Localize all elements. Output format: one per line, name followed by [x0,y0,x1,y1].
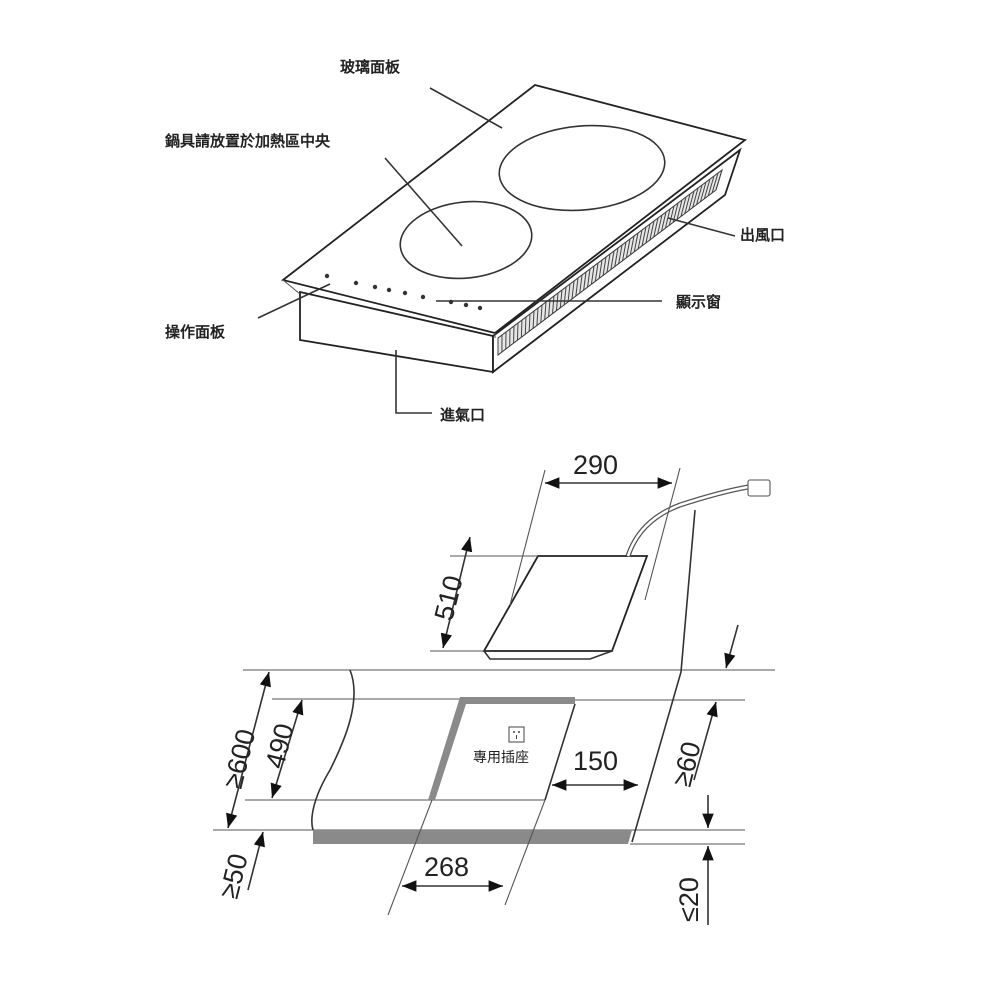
vent-slat [649,220,655,241]
dim-arrow-front-margin [247,831,265,891]
vent-slat [711,172,719,194]
heating-zone-small [399,200,533,280]
vent-slat [625,238,631,258]
vent-slat [579,274,583,294]
vent-slat [567,283,571,303]
vent-slat [668,205,675,226]
vent-slat [559,289,563,308]
plug-icon [747,479,771,497]
vent-slat [645,223,651,244]
dim-arrow-depth [440,536,473,649]
vent-slat [614,247,619,267]
vent-slat [590,265,595,285]
vent-slat [524,316,527,335]
vent-slat [680,196,687,217]
dim-arrow-cutout-depth [270,699,304,799]
vent-slat [555,292,559,311]
vent-slat [699,181,707,202]
hob-plate [482,555,649,652]
label-air-inlet: 進氣口 [440,406,485,424]
vent-slat [606,253,611,273]
vent-slat [548,298,551,317]
vent-slat [610,250,615,270]
dim-depth: 510 [429,572,469,623]
dim-rear-clearance: ≥60 [667,739,707,790]
vent-slat [641,226,647,247]
vent-slat [575,277,579,297]
vent-slat [540,304,543,323]
vent-slat [618,244,623,264]
vent-slat [688,190,695,211]
installation-drawing: 290 510 專用插座 150 268 ≥600 [213,450,775,925]
vent-slat [657,214,663,235]
vent-slat [684,193,691,214]
hob-base [483,650,613,660]
vent-slat [520,319,523,338]
glass-panel [280,84,747,334]
countertop-right-edge [631,509,696,843]
control-buttons [324,273,483,311]
vent-slat [629,235,635,255]
dim-arrow-counter-depth [226,671,271,829]
vent-slat [594,262,599,282]
vent-slat [552,295,555,314]
vent-slat [703,178,711,199]
vent-slat [528,313,531,332]
label-glass-panel: 玻璃面板 [340,58,401,76]
dim-counter-depth: ≥600 [218,726,262,791]
vent-slat [692,187,699,208]
vent-slat [637,229,643,250]
dim-counter-thickness: ≤20 [674,877,704,922]
dim-width: 290 [573,450,618,480]
vent-slat [532,310,535,329]
power-cable [625,484,749,557]
hob-illustration: 玻璃面板 鍋具請放置於加熱區中央 出風口 顯示窗 操作面板 進氣口 [165,58,785,424]
vent-slat [696,184,703,205]
vent-slat [676,199,683,220]
vent-slat [653,217,659,238]
vent-slat [715,169,723,191]
label-display-window: 顯示窗 [676,293,721,311]
vent-slat [587,268,591,288]
label-control-panel: 操作面板 [165,323,226,341]
vent-slat [516,322,519,341]
vent-slat [602,256,607,276]
socket-label: 專用插座 [473,750,529,766]
vent-slat [622,241,627,261]
air-outlet-vent [497,168,723,357]
dim-arrow-rear-clearance [693,701,718,781]
label-pot-placement: 鍋具請放置於加熱區中央 [165,132,331,150]
dim-cutout-width: 268 [424,852,469,882]
vent-slat [571,280,575,300]
countertop-break-edge [311,669,355,831]
vent-slat [661,211,667,232]
vent-slat [583,271,587,291]
heating-zone-large [498,124,666,212]
countertop-edge [313,830,632,844]
vent-slat [544,301,547,320]
vent-slat [563,286,567,305]
vent-slat [707,175,715,197]
vent-slat [633,232,639,252]
label-air-outlet: 出風口 [740,226,785,244]
vent-slat [664,208,671,229]
dim-side-clearance: 150 [573,746,618,776]
socket-icon [508,726,525,743]
vent-slat [536,307,539,326]
vent-slat [598,259,603,279]
dim-front-margin: ≥50 [214,851,254,902]
dim-cutout-depth: 490 [260,720,300,771]
